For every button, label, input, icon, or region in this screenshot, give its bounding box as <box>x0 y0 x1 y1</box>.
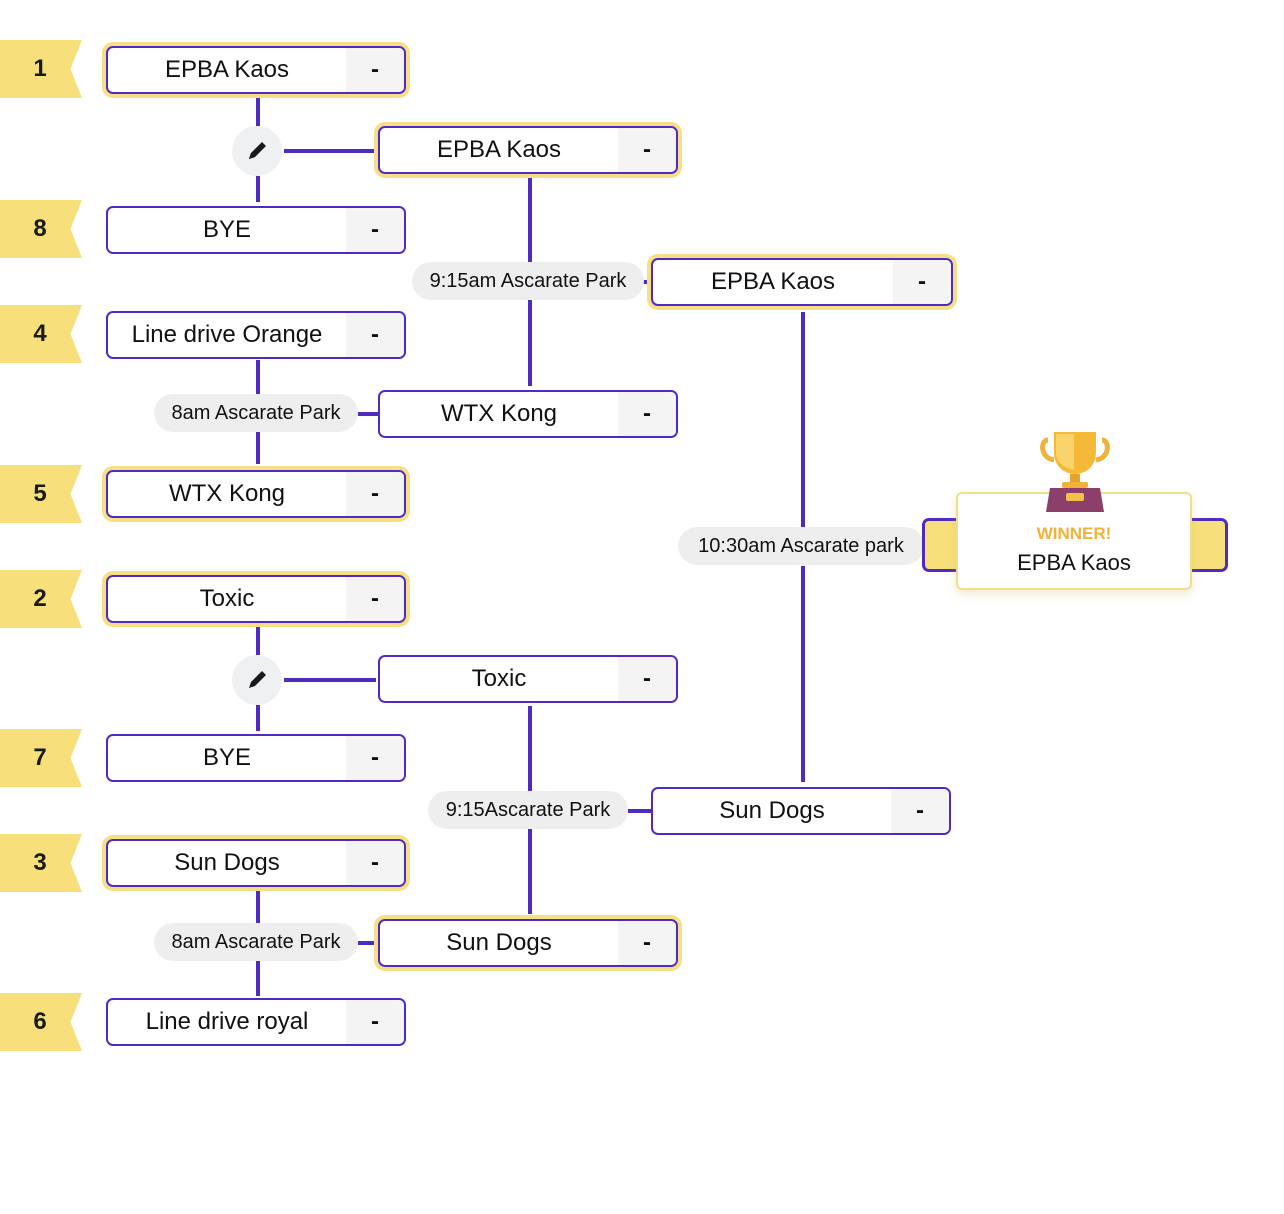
team-score[interactable]: - <box>618 921 676 965</box>
game-time-pill[interactable]: 9:15am Ascarate Park <box>412 262 644 300</box>
team-slot[interactable]: Toxic - <box>106 575 406 623</box>
connector <box>256 98 260 126</box>
team-name: WTX Kong <box>440 400 558 427</box>
connector <box>284 678 376 682</box>
connector <box>256 705 260 731</box>
team-score[interactable]: - <box>618 128 676 172</box>
connector <box>628 809 652 813</box>
team-name: EPBA Kaos <box>164 56 290 83</box>
winner-name: EPBA Kaos <box>1017 550 1131 575</box>
winner-wing <box>1188 518 1228 572</box>
edit-match-button[interactable] <box>232 655 282 705</box>
connector <box>256 890 260 926</box>
team-name: BYE <box>202 216 252 243</box>
team-slot[interactable]: BYE - <box>106 734 406 782</box>
team-slot[interactable]: Sun Dogs - <box>651 787 951 835</box>
team-slot[interactable]: Toxic - <box>378 655 678 703</box>
team-score[interactable]: - <box>346 48 404 92</box>
team-slot[interactable]: Line drive Orange - <box>106 311 406 359</box>
seed-badge: 6 <box>0 993 82 1051</box>
team-slot[interactable]: Sun Dogs - <box>106 839 406 887</box>
team-score[interactable]: - <box>346 472 404 516</box>
team-name: Line drive Orange <box>131 321 323 348</box>
game-time-pill[interactable]: 9:15Ascarate Park <box>428 791 628 829</box>
team-slot[interactable]: WTX Kong - <box>378 390 678 438</box>
team-score[interactable]: - <box>893 260 951 304</box>
team-name: Sun Dogs <box>719 797 825 824</box>
connector <box>256 360 260 396</box>
game-time-pill[interactable]: 8am Ascarate Park <box>154 394 358 432</box>
team-name: Toxic <box>471 665 527 692</box>
seed-badge: 3 <box>0 834 82 892</box>
team-score[interactable]: - <box>346 313 404 357</box>
team-score[interactable]: - <box>346 841 404 885</box>
team-name: WTX Kong <box>168 480 286 507</box>
connector <box>801 312 805 528</box>
connector <box>642 280 652 284</box>
team-name: EPBA Kaos <box>436 136 562 163</box>
connector <box>358 941 378 945</box>
game-time-pill[interactable]: 8am Ascarate Park <box>154 923 358 961</box>
connector <box>256 432 260 464</box>
connector <box>528 178 532 264</box>
connector <box>256 176 260 202</box>
team-slot[interactable]: EPBA Kaos - <box>106 46 406 94</box>
seed-badge: 7 <box>0 729 82 787</box>
edit-match-button[interactable] <box>232 126 282 176</box>
team-score[interactable]: - <box>346 577 404 621</box>
team-score[interactable]: - <box>346 208 404 252</box>
team-slot[interactable]: Line drive royal - <box>106 998 406 1046</box>
trophy-icon <box>1040 432 1110 512</box>
team-slot[interactable]: EPBA Kaos - <box>651 258 953 306</box>
team-name: Line drive royal <box>145 1008 309 1035</box>
seed-badge: 5 <box>0 465 82 523</box>
connector <box>284 149 376 153</box>
connector <box>528 300 532 386</box>
connector <box>528 706 532 792</box>
team-name: Sun Dogs <box>174 849 280 876</box>
connector <box>256 627 260 655</box>
pencil-icon <box>249 671 266 688</box>
pencil-icon <box>249 142 266 159</box>
winner-wing <box>922 518 962 572</box>
team-score[interactable]: - <box>618 392 676 436</box>
winner-label: WINNER! <box>1036 524 1112 543</box>
team-score[interactable]: - <box>346 1000 404 1044</box>
team-name: Sun Dogs <box>446 929 552 956</box>
team-name: EPBA Kaos <box>710 268 836 295</box>
team-slot[interactable]: EPBA Kaos - <box>378 126 678 174</box>
team-slot[interactable]: WTX Kong - <box>106 470 406 518</box>
team-name: BYE <box>202 744 252 771</box>
seed-badge: 1 <box>0 40 82 98</box>
seed-badge: 8 <box>0 200 82 258</box>
connector <box>528 828 532 914</box>
team-slot[interactable]: Sun Dogs - <box>378 919 678 967</box>
team-slot[interactable]: BYE - <box>106 206 406 254</box>
game-time-pill[interactable]: 10:30am Ascarate park <box>678 527 924 565</box>
team-score[interactable]: - <box>346 736 404 780</box>
connector <box>256 960 260 996</box>
connector <box>358 412 378 416</box>
seed-badge: 4 <box>0 305 82 363</box>
team-name: Toxic <box>199 585 255 612</box>
team-score[interactable]: - <box>618 657 676 701</box>
seed-badge: 2 <box>0 570 82 628</box>
team-score[interactable]: - <box>891 789 949 833</box>
connector <box>801 566 805 782</box>
